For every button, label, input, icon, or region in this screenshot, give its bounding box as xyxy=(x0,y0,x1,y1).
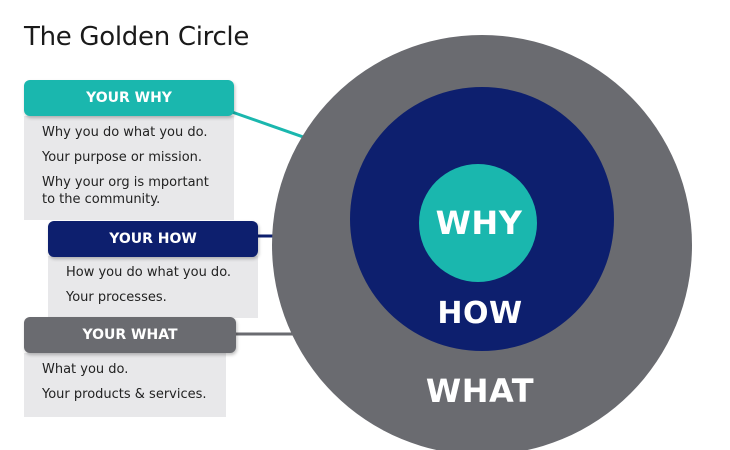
how-circle-label: HOW xyxy=(437,296,523,331)
how-description-box: How you do what you do. Your processes. xyxy=(48,256,258,318)
how-line-2: Your processes. xyxy=(66,290,167,305)
why-description-box: Why you do what you do. Your purpose or … xyxy=(24,116,234,220)
your-why-label: YOUR WHY xyxy=(24,80,234,116)
what-circle-label: WHAT xyxy=(425,372,535,410)
why-circle xyxy=(419,164,537,282)
why-line-1: Why you do what you do. xyxy=(42,125,208,140)
page-title: The Golden Circle xyxy=(24,22,250,52)
what-line-2: Your products & services. xyxy=(42,387,207,402)
what-line-1: What you do. xyxy=(42,362,129,377)
how-line-1: How you do what you do. xyxy=(66,265,232,280)
why-line-3: Why your org is mportant to the communit… xyxy=(42,175,209,207)
your-how-label: YOUR HOW xyxy=(48,221,258,257)
why-circle-label: WHY xyxy=(435,204,523,242)
your-what-label: YOUR WHAT xyxy=(24,317,236,353)
what-description-box: What you do. Your products & services. xyxy=(24,353,226,417)
why-line-2: Your purpose or mission. xyxy=(42,150,203,165)
